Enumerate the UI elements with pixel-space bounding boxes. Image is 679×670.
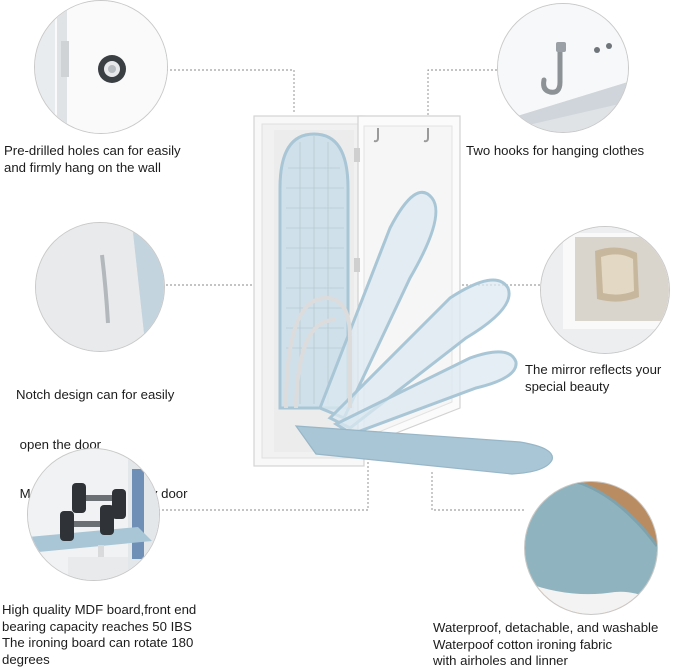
board-opened — [294, 425, 553, 475]
detail-circle-hooks — [497, 3, 629, 133]
detail-circle-load-capacity — [27, 448, 160, 581]
board-stored — [278, 132, 350, 410]
mirror-detail-image — [541, 227, 669, 353]
detail-circle-mirror — [540, 226, 670, 354]
detail-circle-fabric — [524, 481, 658, 615]
caption-wall-holes: Pre-drilled holes can for easily and fir… — [4, 143, 181, 175]
dumbbell-detail-image — [28, 449, 159, 580]
ironing-cabinet-illustration — [253, 115, 553, 475]
board-support-legs — [284, 295, 352, 409]
caption-hooks: Two hooks for hanging clothes — [466, 143, 645, 158]
detail-circle-notch — [35, 222, 165, 352]
caption-mirror: The mirror reflects your special beauty — [525, 362, 662, 394]
hook-detail-image — [498, 4, 628, 132]
detail-circle-wall-holes — [34, 0, 168, 134]
fabric-detail-image — [525, 482, 657, 614]
caption-load-capacity: High quality MDF board,front end bearing… — [2, 602, 197, 667]
notch-detail-image — [36, 223, 164, 351]
wall-hole-detail-image — [35, 1, 167, 133]
caption-fabric: Waterproof, detachable, and washable Wat… — [433, 620, 659, 668]
